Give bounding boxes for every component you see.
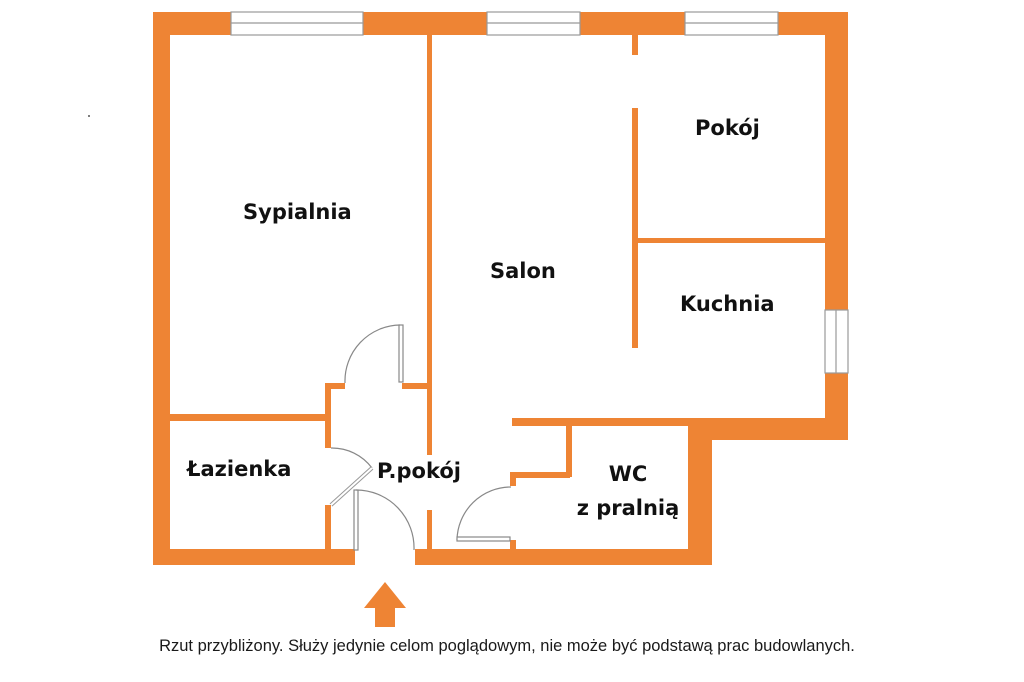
door-lazienka	[329, 447, 374, 507]
wall-bottom-left	[153, 549, 355, 565]
entrance-arrow	[364, 582, 406, 627]
wall-wc-left-upper	[510, 472, 516, 486]
doors	[329, 324, 512, 551]
door-entrance	[353, 489, 415, 551]
wall-hall-top-left	[325, 383, 345, 389]
stray-dot	[88, 115, 90, 117]
window-kuchnia	[824, 309, 849, 374]
wall-left	[153, 12, 170, 565]
windows	[230, 11, 849, 374]
wall-lazienka-top	[170, 414, 330, 421]
room-label-lazienka: Łazienka	[187, 457, 292, 481]
wall-pokoj-stub	[632, 35, 638, 55]
disclaimer-caption: Rzut przybliżony. Służy jedynie celom po…	[159, 637, 855, 655]
walls	[153, 12, 848, 565]
wall-top-1	[153, 12, 231, 35]
room-label-kuchnia: Kuchnia	[680, 292, 775, 316]
wall-salon-bottom	[512, 418, 848, 426]
wall-center-lower	[427, 510, 432, 550]
window-sypialnia	[230, 11, 364, 36]
wall-right-upper	[825, 12, 848, 310]
wall-wc-left-lower	[510, 540, 516, 550]
door-wc	[456, 486, 512, 542]
wall-top-2	[363, 12, 487, 35]
room-label-salon: Salon	[490, 259, 556, 283]
room-label-wc-line1: WC	[608, 462, 648, 486]
wall-center	[427, 35, 432, 455]
room-label-sypialnia: Sypialnia	[243, 200, 352, 224]
wall-pokoj-left	[632, 108, 638, 348]
wall-bottom-right	[415, 549, 712, 565]
wall-kitchen-bottom	[688, 418, 848, 440]
room-label-przedpokoj: P.pokój	[377, 459, 461, 483]
window-pokoj	[684, 11, 779, 36]
wall-hall-top-right	[402, 383, 428, 389]
wall-pokoj-kuchnia	[638, 238, 825, 243]
arrow-up-icon	[364, 582, 406, 627]
wall-top-3	[580, 12, 685, 35]
wall-wc-top	[512, 418, 570, 426]
wall-wc-step	[512, 472, 570, 478]
wall-wc-inner	[566, 422, 572, 477]
room-label-pokoj: Pokój	[695, 116, 760, 140]
wall-hall-left-lower	[325, 505, 331, 550]
window-salon	[486, 11, 581, 36]
room-label-wc: WC z pralnią	[568, 461, 688, 522]
wall-wc-right	[688, 418, 712, 565]
wall-hall-left-upper	[325, 383, 331, 448]
door-sypialnia	[344, 324, 404, 384]
room-label-wc-line2: z pralnią	[576, 496, 680, 521]
